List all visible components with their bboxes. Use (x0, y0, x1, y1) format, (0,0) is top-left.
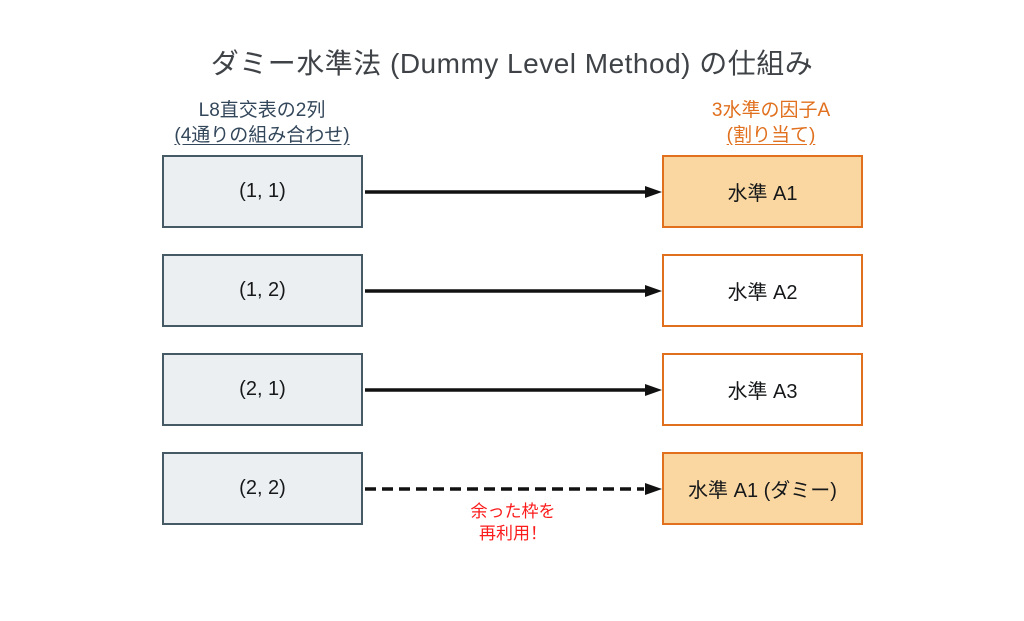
left-header-line1: L8直交表の2列 (198, 100, 326, 121)
left-box-2-2-label: (2, 2) (239, 477, 286, 499)
left-box-1-1: (1, 1) (162, 155, 363, 228)
right-box-level-a3: 水準 A3 (662, 353, 863, 426)
right-box-level-a2: 水準 A2 (662, 254, 863, 327)
reuse-note-line1: 余った枠を (470, 502, 556, 521)
left-header-line2: (4通りの組み合わせ) (174, 125, 350, 146)
arrow-solid-row3 (365, 384, 662, 396)
left-box-1-1-label: (1, 1) (239, 180, 286, 202)
arrow-dashed-row4 (365, 483, 662, 495)
right-header-line1: 3水準の因子A (711, 100, 831, 121)
right-box-level-a3-label: 水準 A3 (727, 381, 798, 403)
left-column-header: L8直交表の2列 (4通りの組み合わせ) (142, 98, 382, 148)
reuse-note: 余った枠を 再利用！ (428, 501, 598, 545)
right-box-level-a2-label: 水準 A2 (727, 282, 798, 304)
left-box-1-2: (1, 2) (162, 254, 363, 327)
reuse-note-line2: 再利用！ (479, 524, 547, 543)
arrow-solid-row1 (365, 186, 662, 198)
left-box-1-2-label: (1, 2) (239, 279, 286, 301)
right-box-level-a1-dummy: 水準 A1 (ダミー) (662, 452, 863, 525)
right-box-level-a1-dummy-label: 水準 A1 (ダミー) (688, 480, 837, 502)
right-box-level-a1: 水準 A1 (662, 155, 863, 228)
right-box-level-a1-label: 水準 A1 (727, 183, 798, 205)
left-box-2-2: (2, 2) (162, 452, 363, 525)
right-header-line2: (割り当て) (726, 125, 816, 146)
right-column-header: 3水準の因子A (割り当て) (651, 98, 891, 148)
left-box-2-1-label: (2, 1) (239, 378, 286, 400)
page-title: ダミー水準法 (Dummy Level Method) の仕組み (210, 48, 814, 79)
arrow-solid-row2 (365, 285, 662, 297)
left-box-2-1: (2, 1) (162, 353, 363, 426)
